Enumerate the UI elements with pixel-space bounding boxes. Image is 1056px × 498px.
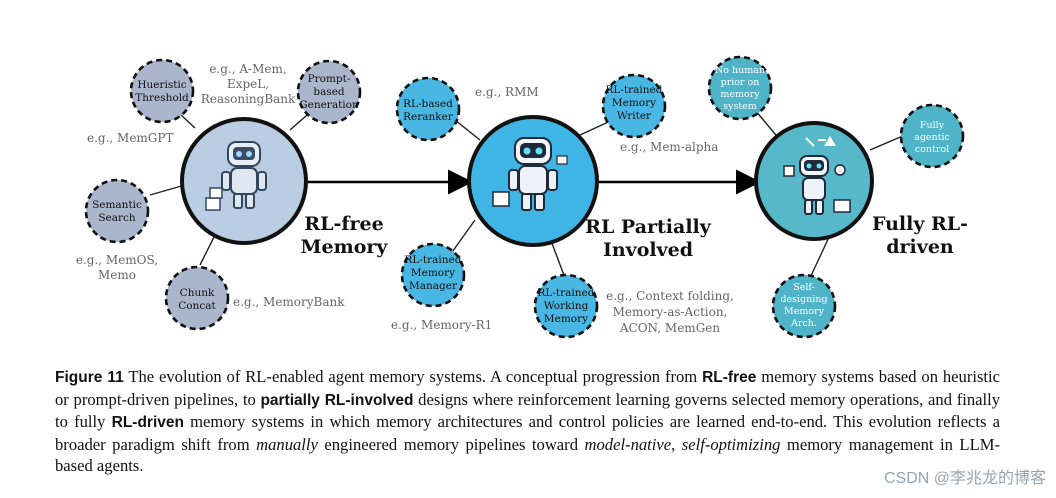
example-label: e.g., A-Mem, — [209, 62, 286, 76]
node-label: Semantic — [92, 199, 142, 211]
node-heuristic-threshold — [129, 58, 195, 124]
caption-label: Figure 11 — [55, 369, 124, 386]
example-label: e.g., MemoryBank — [233, 295, 345, 309]
node-label: Manager — [409, 280, 458, 292]
node-rl-reranker — [395, 76, 461, 142]
node-semantic-search — [84, 178, 150, 244]
example-label: e.g., MemOS, — [76, 253, 158, 267]
caption-italic: self-optimizing — [681, 434, 781, 454]
example-label: ReasoningBank — [201, 92, 296, 106]
robot-icon — [492, 137, 568, 211]
node-rl-working-memory — [533, 273, 599, 339]
node-label: Memory — [784, 306, 825, 317]
example-label: e.g., Memory-R1 — [391, 318, 492, 332]
node-label: Writer — [617, 110, 652, 122]
node-label: Hueristic — [137, 79, 186, 91]
robot-icon — [783, 136, 851, 215]
node-label: Chunk — [180, 287, 215, 299]
node-label: Reranker — [403, 111, 454, 123]
connectors — [149, 99, 906, 279]
node-label: No human — [715, 65, 765, 76]
node-label: agentic — [914, 132, 950, 143]
caption-italic: model-native — [584, 434, 672, 454]
node-label: Search — [98, 212, 136, 224]
caption-bold: RL-free — [702, 369, 757, 386]
node-label: Memory — [411, 267, 455, 279]
node-label: Self- — [793, 282, 815, 293]
node-label: prior on — [721, 77, 760, 88]
stage-title: RL-free — [304, 213, 383, 235]
example-label: e.g., MemGPT — [87, 131, 173, 145]
node-label: Working — [544, 300, 589, 312]
stage-title: RL Partially — [585, 216, 712, 238]
node-prompt-generation — [296, 59, 362, 125]
node-label: RL-trained — [538, 287, 595, 299]
node-label: system — [723, 101, 757, 112]
node-label: RL-trained — [405, 254, 462, 266]
example-label: ExpeL, — [227, 77, 269, 91]
caption-text: memory systems in which memory architect… — [55, 412, 1001, 454]
example-label: Memo — [98, 268, 136, 282]
caption-text: The evolution of RL-enabled agent memory… — [123, 367, 703, 386]
node-label: RL-based — [403, 98, 453, 110]
caption-italic: manually — [256, 434, 318, 454]
stage-title: Fully RL- — [872, 213, 968, 235]
node-label: Arch. — [790, 318, 817, 329]
example-label: ACON, MemGen — [619, 321, 721, 335]
node-no-human-prior — [707, 55, 773, 121]
example-label: e.g., RMM — [475, 85, 539, 99]
node-label: Threshold — [135, 92, 189, 104]
node-label: Memory — [612, 97, 656, 109]
node-label: RL-trained — [606, 84, 663, 96]
node-label: based — [313, 86, 345, 98]
evolution-diagram: Hueristic Threshold Prompt- based Genera… — [76, 55, 968, 339]
stage-title: Memory — [301, 236, 389, 258]
node-label: Fully — [920, 120, 945, 131]
node-fully-agentic — [899, 103, 965, 169]
nodes — [84, 55, 965, 339]
caption-text: , — [671, 434, 682, 454]
node-rl-memory-manager — [400, 242, 466, 308]
node-label: Concat — [178, 300, 216, 312]
example-label: e.g., Context folding, — [606, 289, 734, 303]
caption-bold: RL-driven — [111, 414, 184, 432]
node-label: Generation — [299, 99, 359, 111]
caption-text: designs where reinforcement learning gov… — [55, 389, 1001, 432]
caption-text: memory systems based on heuristic or pro… — [55, 367, 1001, 409]
node-label: designing — [780, 294, 827, 305]
example-label: Memory-as-Action, — [613, 305, 728, 319]
node-rl-memory-writer — [601, 73, 667, 139]
figure-caption: Figure 11 The evolution of RL-enabled ag… — [55, 366, 1000, 477]
node-label: control — [915, 144, 949, 155]
caption-bold: partially RL-involved — [260, 391, 414, 409]
node-label: Prompt- — [308, 73, 351, 85]
caption-text: memory management in LLM-based agents. — [55, 434, 1000, 476]
watermark: CSDN @李兆龙的博客 — [883, 470, 1046, 487]
caption-text: engineered memory pipelines toward — [317, 434, 585, 454]
example-label: e.g., Mem-alpha — [620, 140, 718, 154]
robot-icon — [205, 141, 267, 211]
node-label: memory — [720, 89, 760, 100]
node-chunk-concat — [164, 265, 230, 331]
stage-title: Involved — [603, 239, 693, 261]
stage-title: driven — [886, 236, 954, 258]
node-label: Memory — [544, 313, 588, 325]
node-self-designing — [771, 273, 837, 339]
